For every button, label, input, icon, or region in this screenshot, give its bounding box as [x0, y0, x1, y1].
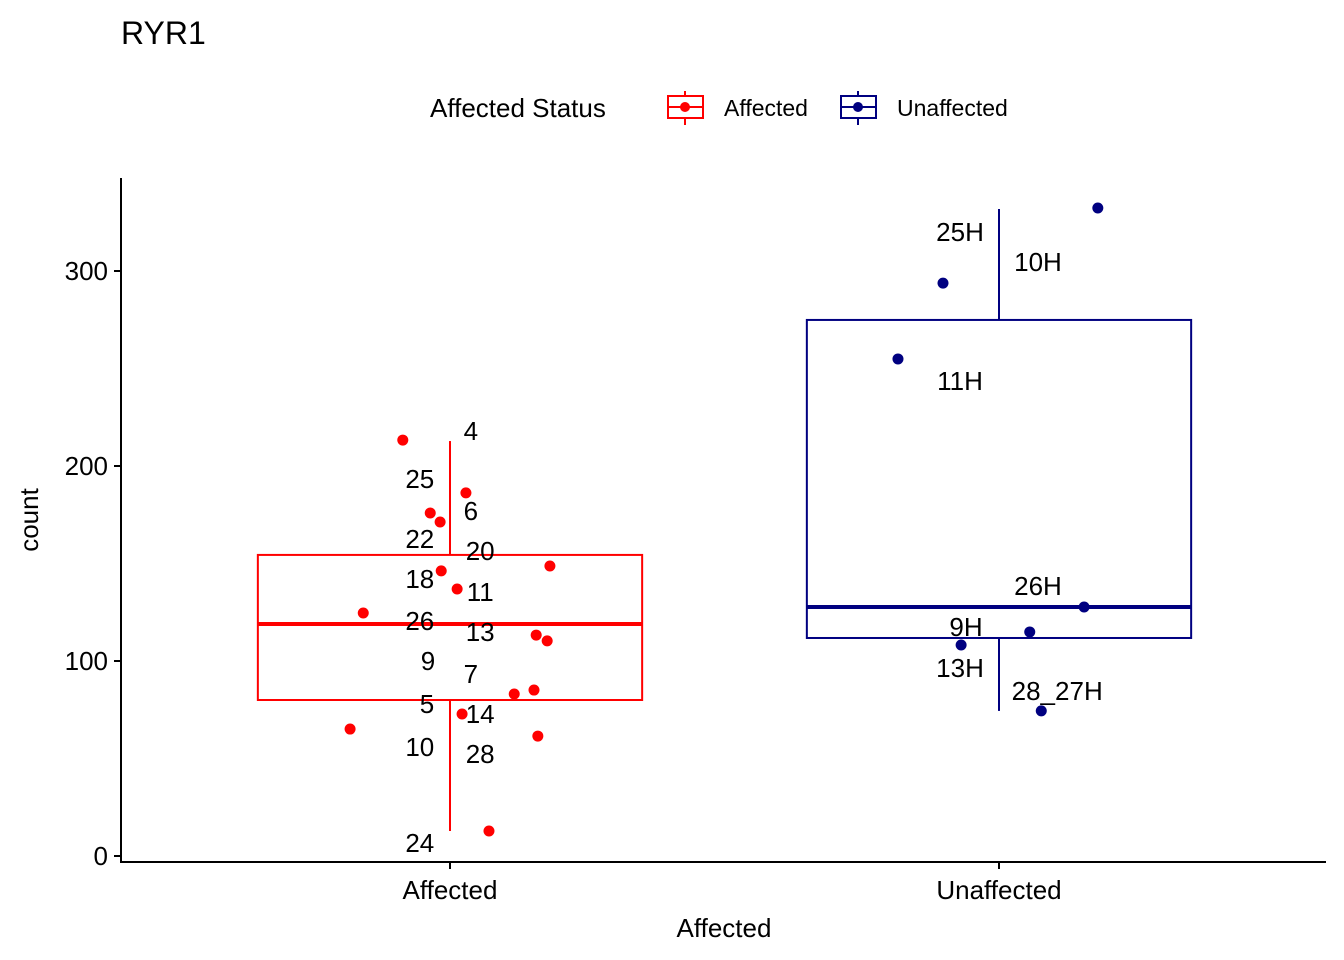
y-tick-label: 100	[65, 646, 108, 676]
data-point	[435, 565, 447, 577]
point-label: 24	[405, 828, 434, 858]
legend-key-affected	[667, 91, 704, 125]
point-label: 11	[467, 577, 494, 607]
data-point	[357, 607, 369, 619]
point-label: 28	[466, 739, 495, 769]
point-label: 26	[405, 606, 434, 636]
data-point	[434, 516, 446, 528]
point-label: 10	[405, 732, 434, 762]
point-label: 18	[405, 564, 434, 594]
x-tick-label: Unaffected	[936, 875, 1061, 905]
data-point	[344, 723, 356, 735]
point-label: 26H	[1014, 571, 1062, 601]
data-point	[424, 507, 436, 519]
point-label: 4	[464, 416, 478, 446]
point-label: 11H	[937, 366, 983, 396]
data-point	[955, 639, 967, 651]
box-affected	[256, 441, 644, 832]
data-point	[530, 629, 542, 641]
point-label: 6	[464, 496, 478, 526]
point-label: 9	[421, 646, 435, 676]
data-point	[1035, 705, 1047, 717]
data-point	[1078, 601, 1090, 613]
legend-title: Affected Status	[430, 93, 606, 123]
point-label: 25H	[936, 217, 984, 247]
y-tick-label: 0	[94, 841, 108, 871]
point-label: 25	[405, 464, 434, 494]
data-point	[1092, 202, 1104, 214]
data-point	[892, 353, 904, 365]
x-tick-label: Affected	[403, 875, 498, 905]
chart-title: RYR1	[121, 15, 206, 51]
point-label: 5	[420, 689, 434, 719]
box-unaffected	[805, 208, 1193, 711]
point-label: 9H	[949, 612, 982, 642]
data-point	[541, 635, 553, 647]
point-label: 7	[464, 659, 478, 689]
point-label: 13H	[936, 653, 984, 683]
point-label: 10H	[1014, 247, 1062, 277]
point-label: 20	[466, 536, 495, 566]
legend: Affected Status Affected Unaffected	[430, 91, 1008, 125]
data-point	[1024, 626, 1036, 638]
data-point	[456, 708, 468, 720]
data-point	[528, 684, 540, 696]
data-point	[544, 560, 556, 572]
y-tick-label: 300	[65, 256, 108, 286]
data-point	[451, 583, 463, 595]
data-point	[483, 825, 495, 837]
legend-key-unaffected	[840, 91, 877, 125]
point-label: 13	[466, 617, 495, 647]
point-label: 28_27H	[1012, 676, 1103, 706]
legend-label-unaffected: Unaffected	[897, 95, 1008, 121]
point-label: 22	[405, 524, 434, 554]
data-point	[508, 688, 520, 700]
y-tick-label: 200	[65, 451, 108, 481]
x-axis-title: Affected	[677, 913, 772, 943]
data-point	[937, 277, 949, 289]
iqr-box	[805, 318, 1193, 639]
data-point	[397, 434, 409, 446]
data-point	[532, 730, 544, 742]
iqr-box	[256, 553, 644, 701]
data-point	[460, 487, 472, 499]
y-axis-title: count	[14, 487, 44, 551]
point-label: 14	[466, 699, 495, 729]
legend-label-affected: Affected	[724, 95, 808, 121]
